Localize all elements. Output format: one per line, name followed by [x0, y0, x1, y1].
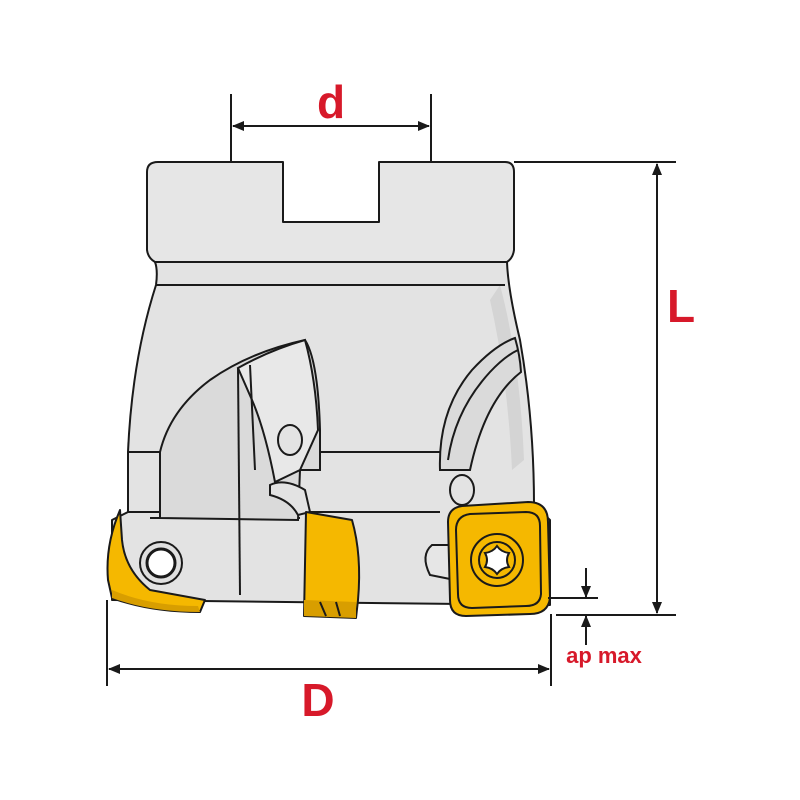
dimension-label-L: L: [667, 280, 695, 332]
dimension-D: [106, 600, 552, 686]
dimension-label-d: d: [317, 76, 345, 128]
insert-left: [106, 509, 206, 613]
shank-top: [146, 161, 515, 263]
dimension-label-D: D: [301, 674, 334, 726]
torx-screw-icon: [470, 533, 524, 587]
dimension-d: [230, 94, 432, 162]
dimension-ap-max: [548, 568, 598, 645]
coolant-hole-icon: [139, 541, 183, 585]
dimension-label-ap-max: ap max: [566, 643, 643, 668]
clamp-wedge: [269, 424, 475, 517]
dimension-L: [514, 161, 676, 616]
insert-center: [303, 511, 361, 619]
